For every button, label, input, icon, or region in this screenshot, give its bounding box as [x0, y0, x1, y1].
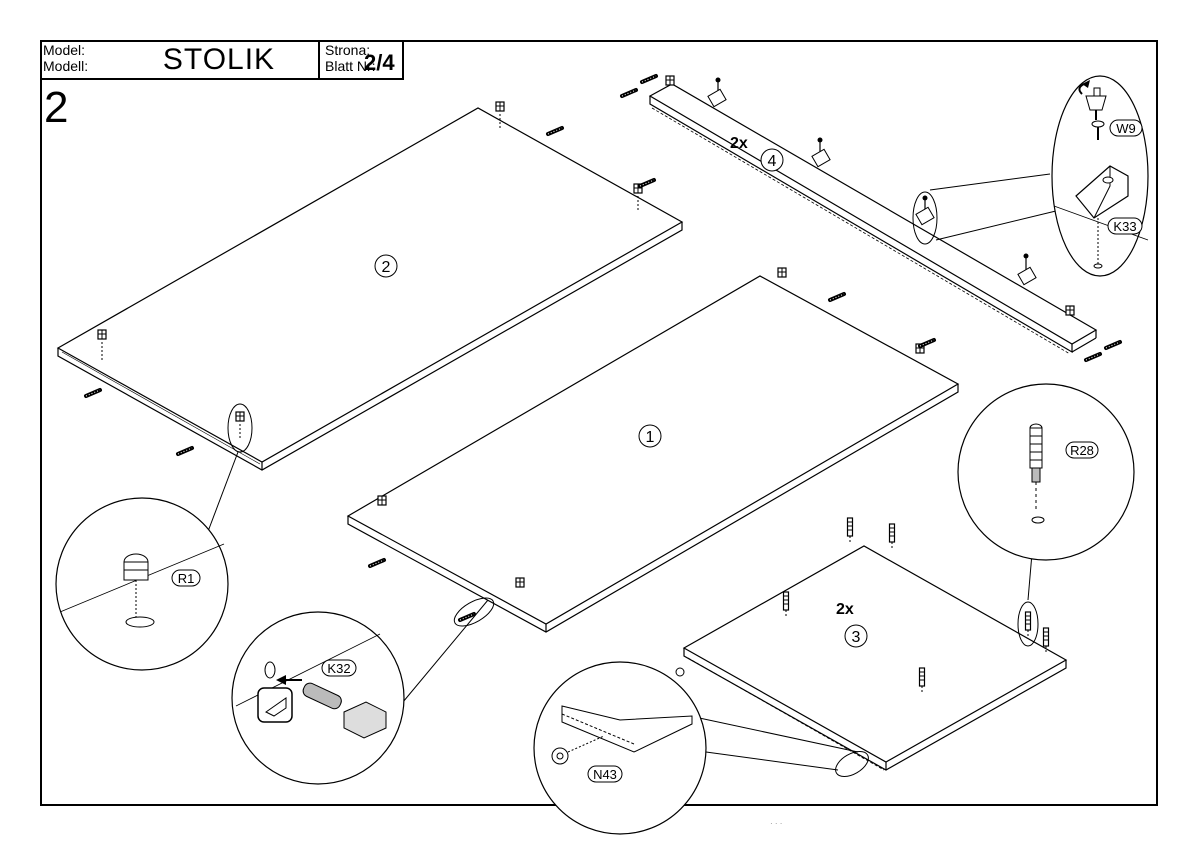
model-label-de: Modell: [43, 58, 89, 74]
model-name: STOLIK [120, 40, 320, 78]
panel-3-hardware [675, 517, 1050, 777]
corner-bracket-icon [1075, 165, 1129, 219]
glue-icon [257, 687, 293, 723]
dowel-icon [302, 682, 342, 710]
hardware-code-k32: K32 [327, 661, 350, 676]
part-number-3: 3 [852, 629, 861, 646]
panel-4-hardware [620, 74, 1122, 362]
panel-1-hardware [368, 267, 936, 627]
quantity-label-4: 2x [730, 135, 748, 152]
panel-1 [346, 275, 960, 633]
hardware-code-n43: N43 [593, 767, 617, 782]
hardware-code-k33: K33 [1113, 219, 1136, 234]
detail-r1: R1 [55, 451, 239, 671]
part-label-4: 4 [760, 148, 784, 172]
page-number: 2/4 [364, 50, 395, 75]
model-label-pl: Model: [43, 42, 86, 58]
part-label-1: 1 [638, 424, 662, 448]
panel-4 [648, 83, 1098, 355]
hardware-code-r1: R1 [178, 571, 195, 586]
screw-icon [1091, 120, 1105, 140]
bolt-icon [1029, 423, 1043, 483]
detail-n43: N43 [533, 661, 859, 835]
part-number-1: 1 [646, 429, 655, 446]
model-label: Model: Modell: [40, 40, 120, 78]
panel-3 [682, 545, 1068, 771]
quantity-label-3: 2x [836, 601, 854, 618]
footer-mark: · · · [770, 819, 782, 828]
detail-r28: R28 [957, 383, 1135, 601]
hardware-code-r28: R28 [1070, 443, 1094, 458]
title-block: Model: Modell: STOLIK Strona: Blatt Nr: … [40, 40, 404, 80]
part-label-2: 2 [374, 254, 398, 278]
screwdriver-icon [1078, 80, 1107, 120]
page-label-pl: Strona: [325, 42, 371, 58]
panel-2 [56, 107, 684, 471]
detail-w9-k33: W9 K33 [929, 75, 1149, 277]
part-number-4: 4 [768, 153, 777, 170]
hardware-code-w9: W9 [1116, 121, 1136, 136]
page-label: Strona: Blatt Nr: [322, 40, 388, 78]
detail-k32: K32 [231, 599, 489, 785]
step-number: 2 [44, 83, 69, 132]
panel-2-hardware [84, 101, 656, 456]
part-number-2: 2 [382, 259, 391, 276]
part-label-3: 3 [844, 624, 868, 648]
page-label-de: Blatt Nr: [325, 58, 376, 74]
